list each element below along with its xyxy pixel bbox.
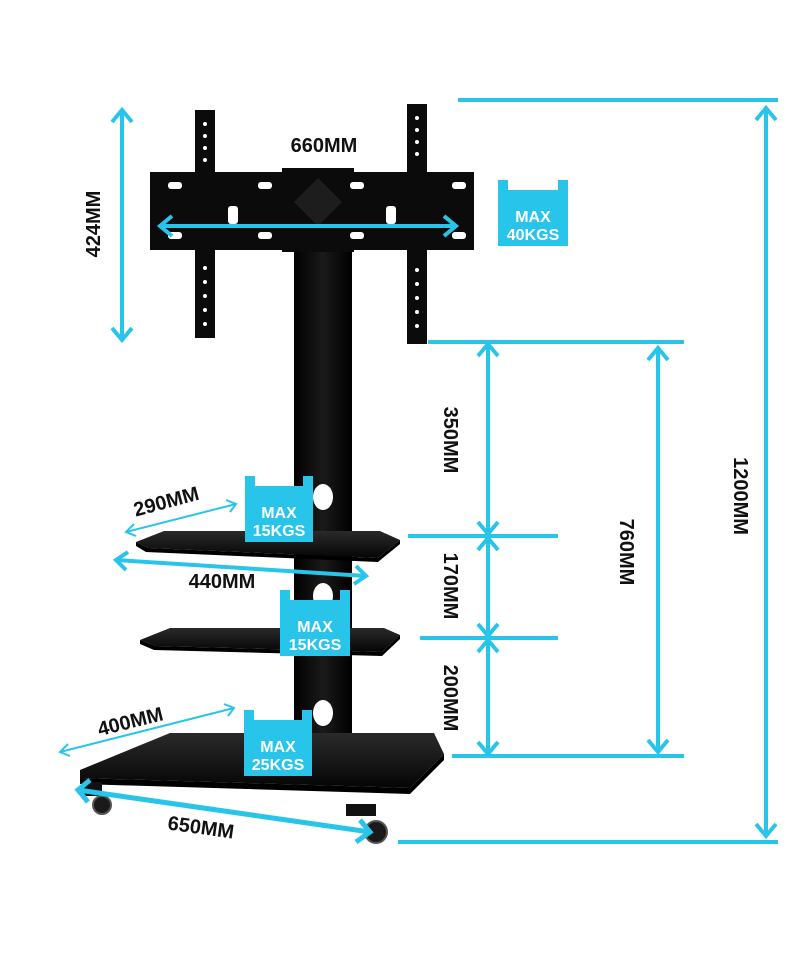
- label-total-height: 1200MM: [729, 457, 751, 535]
- badge-label: MAX: [260, 739, 296, 756]
- badge-value: 25KGS: [252, 757, 305, 774]
- weight-badge-top-shelf: MAX 15KGS: [245, 476, 313, 542]
- weight-badge-middle-shelf: MAX 15KGS: [280, 590, 350, 656]
- badge-value: 15KGS: [253, 523, 306, 540]
- weight-icon: [280, 590, 350, 656]
- arrow-pole-to-shelf: [476, 340, 500, 538]
- cable-hole: [313, 484, 333, 510]
- label-post-range: 760MM: [615, 519, 637, 586]
- arrow-base-depth: [58, 703, 236, 757]
- badge-value: 40KGS: [507, 227, 560, 244]
- arrow-bracket-width: [156, 214, 460, 238]
- arrow-base-width: [74, 778, 374, 845]
- dimension-lines: [58, 98, 778, 845]
- label-base-width: 650MM: [166, 813, 235, 844]
- arrow-top-shelf-depth: [124, 499, 238, 537]
- weight-icon: [498, 180, 568, 246]
- arrow-shelf-gap: [476, 534, 500, 640]
- middle-glass-shelf: [140, 628, 400, 656]
- label-shelf-gap: 170MM: [439, 553, 461, 620]
- label-pole-to-shelf: 350MM: [439, 407, 461, 474]
- arrow-shelf-to-base: [476, 636, 500, 758]
- label-base-depth: 400MM: [96, 703, 166, 740]
- arrow-post-range: [646, 344, 670, 756]
- label-top-shelf-width: 440MM: [189, 571, 256, 593]
- weight-icon: [244, 710, 312, 776]
- weight-badge-mount: MAX 40KGS: [498, 180, 568, 246]
- badge-label: MAX: [297, 619, 333, 636]
- top-glass-shelf: [136, 531, 400, 562]
- label-bracket-width: 660MM: [291, 135, 358, 157]
- label-bracket-height: 424MM: [83, 191, 105, 258]
- arrow-top-shelf-width: [112, 550, 370, 586]
- cable-hole: [313, 700, 333, 726]
- badge-label: MAX: [515, 209, 551, 226]
- badge-label: MAX: [261, 505, 297, 522]
- badge-value: 15KGS: [289, 637, 342, 654]
- weight-icon: [245, 476, 313, 542]
- arrow-bracket-height: [110, 106, 134, 344]
- arrow-total-height: [754, 104, 778, 840]
- weight-badge-base: MAX 25KGS: [244, 710, 312, 776]
- label-shelf-to-base: 200MM: [439, 665, 461, 732]
